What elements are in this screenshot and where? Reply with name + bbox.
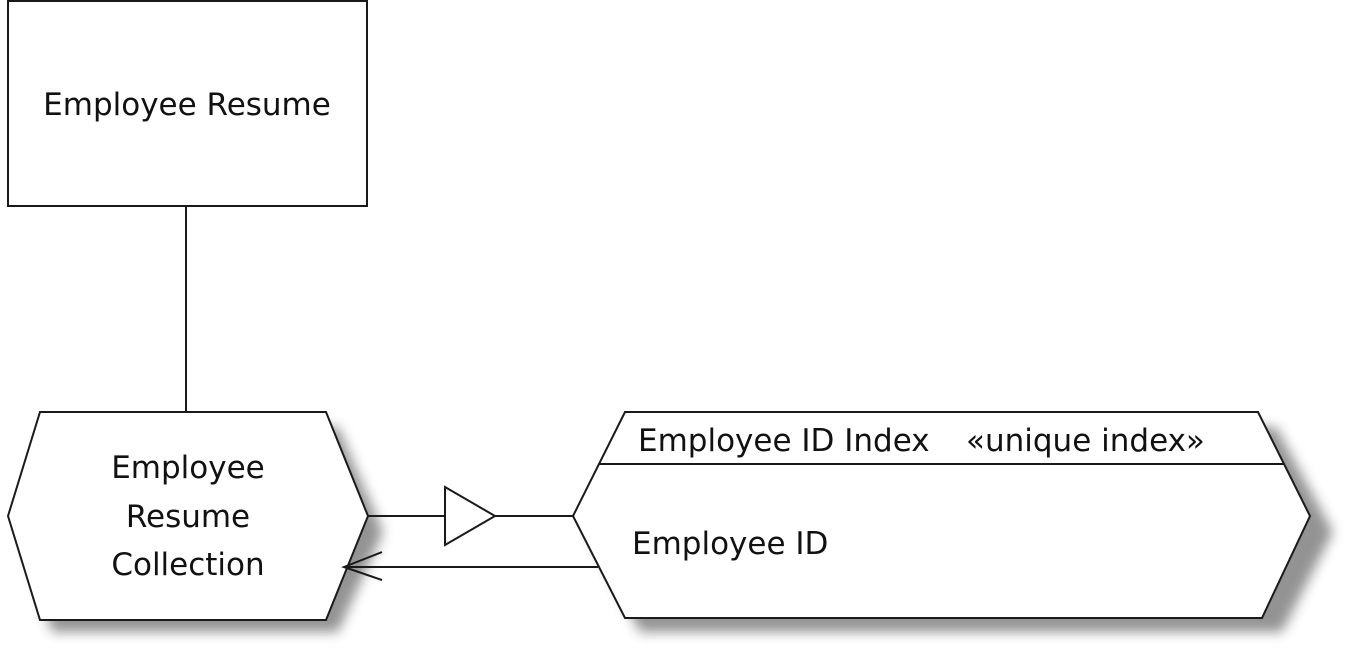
employee-id-index[interactable]: Employee ID Index «unique index» Employe… xyxy=(571,411,1333,632)
arrow-head-icon xyxy=(341,551,383,581)
collection-to-index-connector xyxy=(368,485,573,547)
index-to-collection-arrow xyxy=(341,551,598,581)
employee-resume-box xyxy=(7,0,368,207)
collection-hexagon xyxy=(6,411,370,621)
index-key-field: Employee ID xyxy=(632,526,828,562)
employee-resume-entity[interactable]: Employee Resume xyxy=(7,0,368,207)
employee-resume-label: Employee Resume xyxy=(43,87,331,123)
index-title: Employee ID Index xyxy=(638,423,930,459)
collection-label-line-2: Resume xyxy=(126,499,250,535)
collection-label-line-3: Collection xyxy=(111,547,264,583)
direction-triangle-icon xyxy=(444,485,497,547)
index-stereotype: «unique index» xyxy=(966,423,1205,459)
collection-label-line-1: Employee xyxy=(111,450,265,486)
employee-resume-collection[interactable]: Employee Resume Collection xyxy=(6,411,383,632)
